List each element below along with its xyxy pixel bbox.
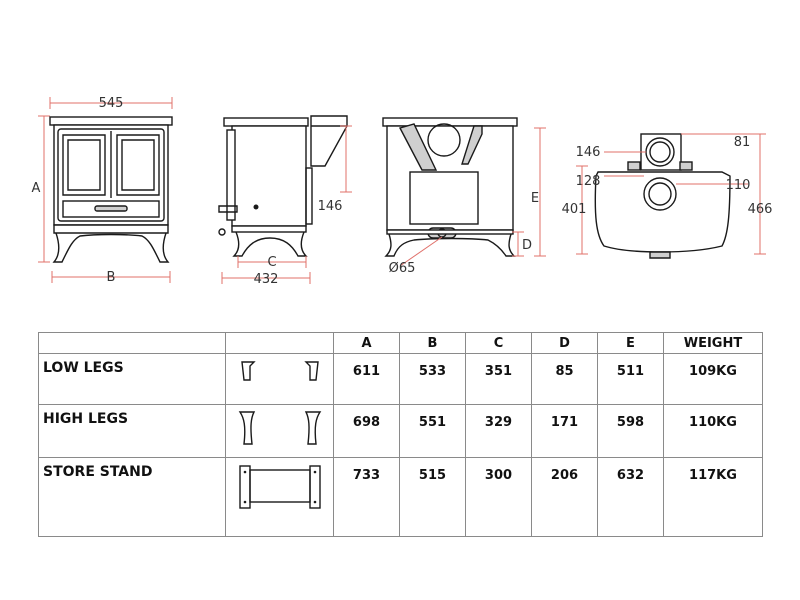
header-b: B [399, 332, 466, 354]
top-dim-401-label: 401 [562, 202, 587, 217]
low-legs-weight: 109KG [663, 353, 763, 405]
header-e: E [597, 332, 664, 354]
specification-table: A B C D E WEIGHT LOW LEGS 611 533 351 85… [38, 332, 763, 537]
low-legs-icon [240, 361, 319, 381]
store-stand-d: 206 [531, 457, 598, 537]
top-dim-81-label: 81 [734, 135, 751, 150]
header-a: A [333, 332, 400, 354]
high-legs-icon [238, 411, 321, 445]
header-d: D [531, 332, 598, 354]
store-stand-e: 632 [597, 457, 664, 537]
front-view: 545 A B [32, 96, 173, 285]
side-view: 146 C 432 [218, 115, 352, 287]
rear-height-label: E [531, 191, 539, 206]
low-legs-image [225, 353, 334, 405]
header-weight: WEIGHT [663, 332, 763, 354]
high-legs-c: 329 [465, 404, 532, 458]
top-dim-466-label: 466 [748, 202, 773, 217]
side-depth-label: 432 [254, 272, 279, 287]
high-legs-a: 698 [333, 404, 400, 458]
high-legs-e: 598 [597, 404, 664, 458]
row-label: STORE STAND [38, 457, 226, 537]
low-legs-d: 85 [531, 353, 598, 405]
table-header-row: A B C D E WEIGHT [38, 332, 763, 354]
row-label: HIGH LEGS [38, 404, 226, 458]
top-dim-146-label: 146 [576, 145, 601, 160]
front-width-label: 545 [99, 96, 124, 111]
stove-drawings: 545 A B [32, 96, 773, 287]
low-legs-e: 511 [597, 353, 664, 405]
high-legs-weight: 110KG [663, 404, 763, 458]
row-label: LOW LEGS [38, 353, 226, 405]
high-legs-b: 551 [399, 404, 466, 458]
header-image-col [225, 332, 334, 354]
table-row: STORE STAND 733 515 300 206 632 117KG [38, 457, 763, 537]
high-legs-d: 171 [531, 404, 598, 458]
rear-view: E D Ø65 [382, 117, 546, 276]
top-dim-110-label: 110 [726, 178, 751, 193]
top-view: 146 81 128 110 401 466 [562, 133, 773, 259]
header-label-col [38, 332, 226, 354]
table-row: LOW LEGS 611 533 351 85 511 109KG [38, 353, 763, 405]
store-stand-image [225, 457, 334, 537]
rear-leg-label: D [522, 238, 532, 253]
store-stand-a: 733 [333, 457, 400, 537]
header-c: C [465, 332, 532, 354]
side-flue-height-label: 146 [318, 199, 343, 214]
store-stand-icon [238, 465, 321, 509]
store-stand-weight: 117KG [663, 457, 763, 537]
low-legs-b: 533 [399, 353, 466, 405]
low-legs-c: 351 [465, 353, 532, 405]
side-leg-label: C [267, 255, 276, 270]
store-stand-c: 300 [465, 457, 532, 537]
high-legs-image [225, 404, 334, 458]
rear-outlet-label: Ø65 [389, 261, 416, 276]
front-height-label: A [32, 181, 41, 196]
front-base-label: B [107, 270, 116, 285]
table-row: HIGH LEGS 698 551 329 171 598 110KG [38, 404, 763, 458]
store-stand-b: 515 [399, 457, 466, 537]
low-legs-a: 611 [333, 353, 400, 405]
top-dim-128-label: 128 [576, 174, 601, 189]
